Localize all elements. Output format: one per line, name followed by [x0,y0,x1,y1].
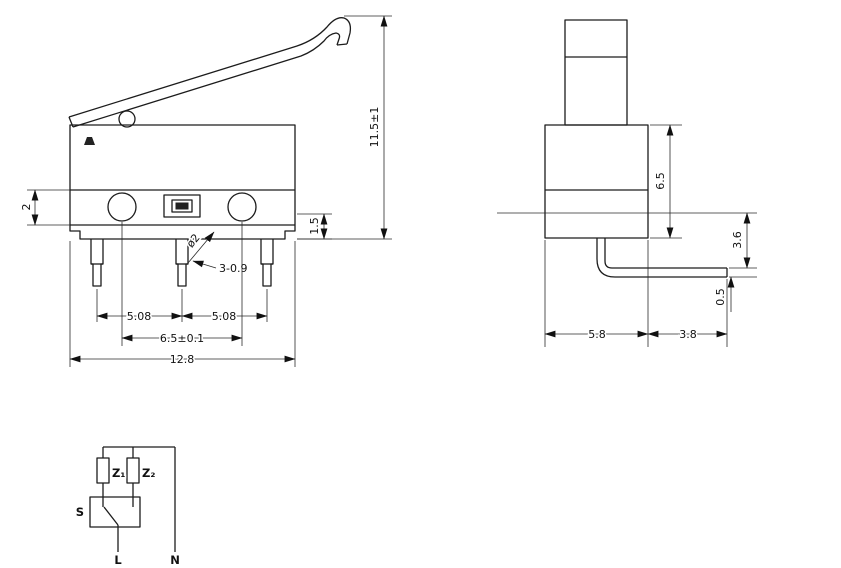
mounting-hole-right [227,192,257,222]
front-view: 2 1.5 11.5±1 ø2 3-0.9 5.08 5.08 [19,15,392,368]
lever-pivot [118,110,136,128]
mounting-hole-left [107,192,137,222]
bent-terminal [596,238,728,278]
element-z1 [96,457,110,484]
switch-body-front [69,110,296,240]
terminal-pins-front [90,239,274,287]
switch-box [89,496,141,528]
label-z2: Z₂ [142,466,155,480]
dim-hole-span: 6.5±0.1 [160,332,204,345]
dim-body-depth: 5.8 [588,328,606,341]
dim-terminal-reach: 3.8 [679,328,697,341]
label-switch: S [76,505,84,519]
circuit-wiring [89,446,176,552]
dim-pitch-left: 5.08 [127,310,152,323]
mold-mark [84,137,95,145]
dim-terminal-thickness: 0.5 [714,288,727,306]
front-dimensions: 2 1.5 11.5±1 ø2 3-0.9 5.08 5.08 [19,15,392,368]
label-neutral: N [170,553,180,567]
dim-left-step: 2 [20,204,33,211]
side-dimensions: 6.5 3.6 0.5 5.8 3.8 [497,124,757,347]
terminal-block-outline [163,194,201,218]
lever-arm [68,17,352,128]
label-z1: Z₁ [112,466,125,480]
dim-overall-width: 12.8 [170,353,195,366]
dim-body-height: 6.5 [654,172,667,190]
dim-pitch-right: 5.08 [212,310,237,323]
element-z2 [126,457,140,484]
switch-blade [103,506,119,526]
dim-hole-diameter: ø2 [184,231,203,250]
dim-terminal-drop: 3.6 [731,231,744,249]
label-line: L [114,553,122,567]
dim-base-step: 1.5 [308,217,321,235]
circuit-diagram: Z₁ Z₂ S L N [74,446,181,568]
switch-body-side [544,19,649,239]
dim-pin-spec: 3-0.9 [219,262,247,275]
dim-overall-height: 11.5±1 [368,107,381,148]
side-view: 6.5 3.6 0.5 5.8 3.8 [497,19,757,347]
plunger-button [564,19,628,126]
